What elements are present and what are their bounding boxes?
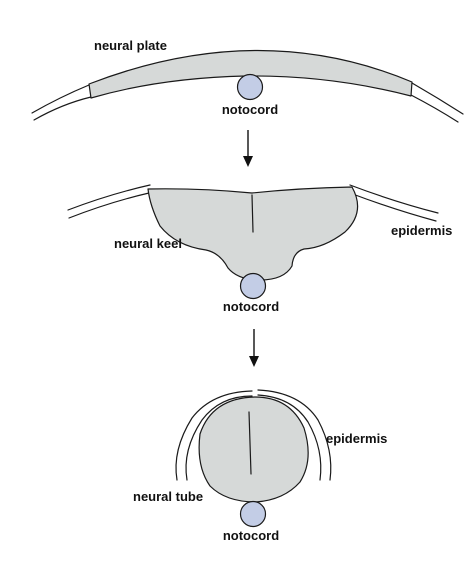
- stage-neural-tube: epidermis neural tube notocord: [133, 389, 387, 543]
- epidermis-right-strip: [410, 82, 464, 123]
- neural-keel-label: neural keel: [114, 236, 182, 251]
- epidermis-left-arc: [175, 390, 253, 481]
- epidermis-label: epidermis: [326, 431, 387, 446]
- notochord-circle: [236, 73, 264, 101]
- tube-lumen: [248, 411, 252, 475]
- stage-neural-keel: neural keel epidermis notocord: [67, 184, 452, 314]
- notochord-label: notocord: [223, 528, 279, 543]
- neural-tube-shape: [198, 396, 309, 503]
- epidermis-left-strip: [31, 84, 92, 121]
- neural-tube-label: neural tube: [133, 489, 203, 504]
- stage-neural-plate: neural plate notocord: [31, 38, 464, 123]
- epidermis-right-strip: [349, 184, 439, 222]
- neural-plate-label: neural plate: [94, 38, 167, 53]
- notochord-label: notocord: [223, 299, 279, 314]
- keel-midline: [251, 194, 254, 233]
- neural-keel-shape: [147, 186, 359, 281]
- notochord-circle: [239, 500, 267, 528]
- epidermis-left-strip: [67, 184, 151, 219]
- epidermis-label: epidermis: [391, 223, 452, 238]
- epidermis-right-arc: [257, 389, 332, 481]
- arrow-down-2: [249, 329, 259, 367]
- notochord-circle: [239, 272, 267, 300]
- arrow-down-1: [243, 130, 253, 167]
- notochord-label: notocord: [222, 102, 278, 117]
